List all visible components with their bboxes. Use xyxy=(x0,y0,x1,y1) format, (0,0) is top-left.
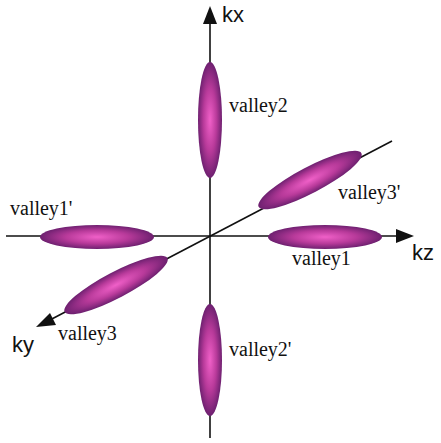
axis-label: ky xyxy=(12,332,34,357)
axis-label: kx xyxy=(222,2,244,27)
valley-ellipsoid xyxy=(198,304,222,416)
valley-label: valley2 xyxy=(229,94,288,117)
axis-label: kz xyxy=(412,240,434,265)
valley-label: valley3' xyxy=(338,181,400,204)
valley-label: valley3 xyxy=(58,322,117,345)
axis-arrowhead xyxy=(396,229,414,243)
valley-ellipsoid xyxy=(59,247,174,324)
valley-ellipsoid xyxy=(198,62,222,178)
axis-arrowhead xyxy=(203,6,217,24)
valley-label: valley1' xyxy=(10,197,72,220)
valley-ellipsoid xyxy=(40,225,154,249)
valley-label: valley2' xyxy=(229,338,291,361)
valley-label: valley1 xyxy=(292,247,351,270)
valley-ellipsoid xyxy=(268,225,382,249)
valley-ellipsoid xyxy=(253,142,368,219)
axis-arrowhead xyxy=(36,313,56,327)
